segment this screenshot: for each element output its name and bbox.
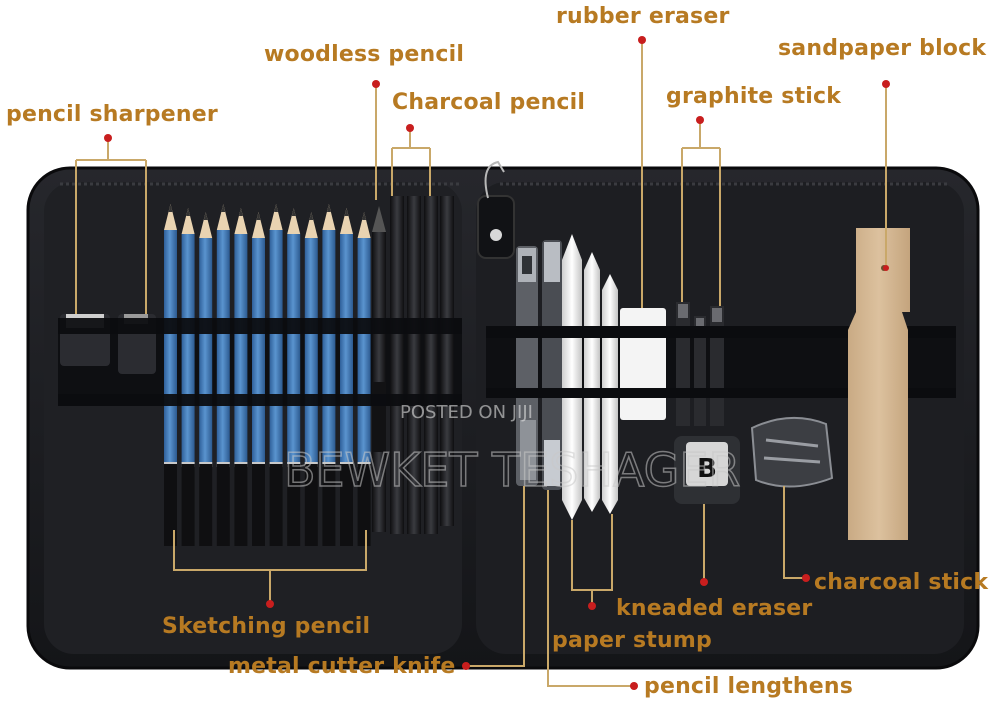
- zipper-cord: [484, 160, 505, 199]
- sketching-pencil-item: [164, 204, 177, 546]
- sketching-pencils: [164, 204, 371, 546]
- label-pencil-lengthens: pencil lengthens: [644, 674, 854, 699]
- sketching-pencil-item: [357, 212, 371, 546]
- charcoal-pencils: [390, 196, 454, 534]
- label-woodless-pencil: woodless pencil: [264, 42, 465, 67]
- leader-lines: [75, 42, 887, 687]
- label-paper-stump: paper stump: [552, 628, 712, 653]
- sketching-pencil-item: [287, 208, 301, 546]
- label-metal-cutter-knife: metal cutter knife: [228, 654, 456, 679]
- charcoal-stick-bag: [750, 416, 834, 488]
- sketching-pencil-item: [181, 208, 195, 546]
- label-graphite-stick: graphite stick: [666, 84, 842, 109]
- watermark-posted: POSTED ON JIJI: [400, 402, 533, 423]
- strap-bands-right: [486, 326, 956, 398]
- pencil-lengthener: [542, 240, 562, 490]
- label-charcoal-pencil: Charcoal pencil: [392, 90, 586, 115]
- sketching-pencil-item: [304, 212, 318, 546]
- sketching-pencil-item: [252, 212, 265, 546]
- eraser-letter: B: [697, 454, 717, 484]
- rubber-eraser: [620, 308, 666, 420]
- sketching-pencil-item: [269, 204, 283, 546]
- metal-cutter-knife: [516, 246, 538, 486]
- label-sandpaper-block: sandpaper block: [778, 36, 987, 61]
- label-charcoal-stick: charcoal stick: [814, 570, 989, 595]
- label-kneaded-eraser: kneaded eraser: [616, 596, 813, 621]
- watermark-name: BEWKET TESHAGER: [284, 443, 740, 497]
- zipper-pull: [477, 195, 515, 259]
- label-rubber-eraser: rubber eraser: [556, 4, 730, 29]
- leader-dots: [104, 36, 890, 690]
- sketching-pencil-item: [234, 208, 248, 546]
- kneaded-eraser: [674, 436, 740, 504]
- sketching-pencil-item: [340, 208, 353, 546]
- label-sketching-pencil: Sketching pencil: [162, 614, 371, 639]
- graphite-sticks: [676, 302, 724, 426]
- strap-bands-left: [58, 318, 462, 406]
- label-pencil-sharpener: pencil sharpener: [6, 102, 218, 127]
- sketching-pencil-item: [216, 204, 230, 546]
- sketching-pencil-item: [199, 212, 213, 546]
- sandpaper-block: [848, 228, 910, 540]
- zipper-pull-hole: [490, 229, 502, 241]
